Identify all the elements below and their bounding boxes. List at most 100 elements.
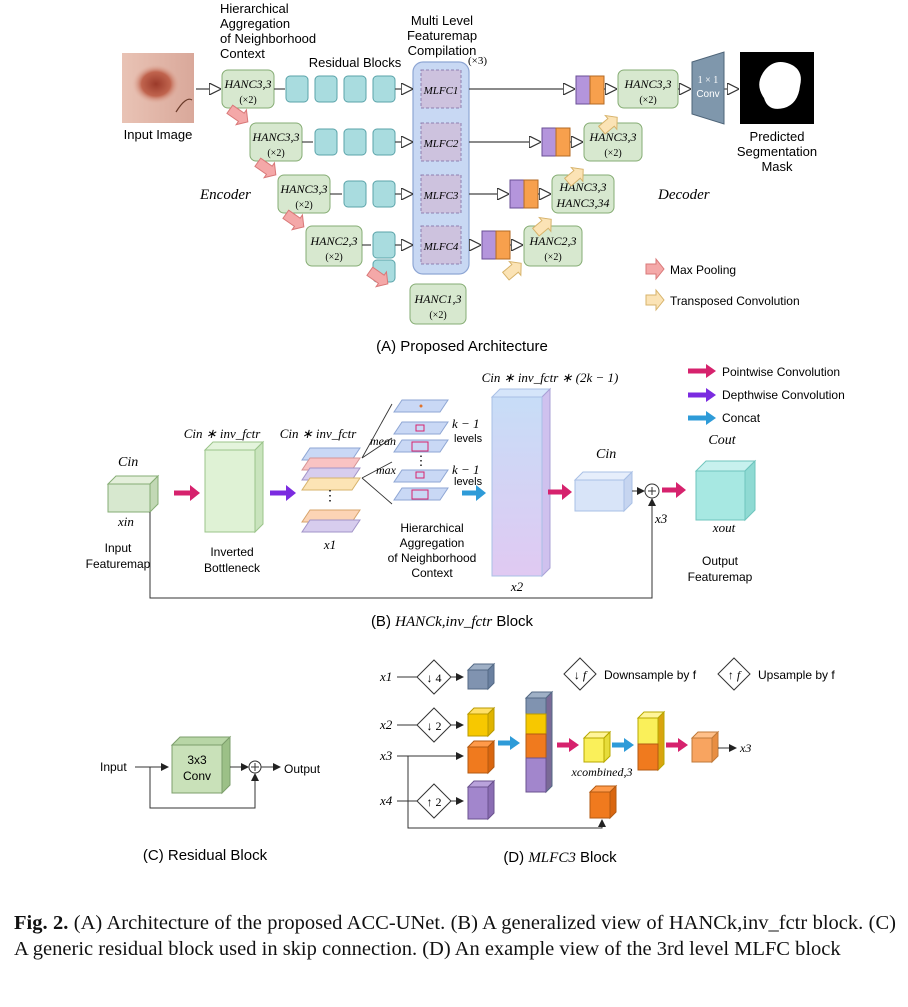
inv-label-2: Bottleneck [204, 561, 261, 575]
inv-label-1: Inverted [210, 545, 253, 559]
stacked-concat-2 [636, 710, 666, 772]
encoder-arrows [196, 89, 412, 245]
maxpool-arrows [226, 104, 389, 288]
pw-arrow-2 [562, 484, 572, 500]
hanc-label-3: of Neighborhood [220, 31, 316, 46]
panel-c-title: (C) Residual Block [143, 847, 268, 864]
combined-cube [582, 730, 612, 764]
bottleneck-rep: (×2) [429, 310, 446, 321]
legend-down-symbol: ↓ f [574, 668, 588, 682]
lesion-spot [132, 64, 180, 104]
residual-blocks [285, 75, 396, 283]
legend-maxpool-label: Max Pooling [670, 263, 736, 277]
figure-caption: Fig. 2. (A) Architecture of the proposed… [14, 910, 896, 962]
conv3x3-label-2: Conv [183, 769, 211, 783]
legend-concat-label: Concat [722, 411, 761, 425]
dec1-rep: (×2) [639, 95, 656, 106]
dec3-label-a: HANC3,3 [558, 180, 606, 194]
hanc-b-label-4: Context [411, 566, 453, 580]
svg-text:⋮: ⋮ [415, 453, 428, 468]
diamond-up2: ↑ 2 [416, 783, 452, 819]
pw-arrow-1 [190, 485, 200, 501]
residual-blocks-label: Residual Blocks [309, 55, 402, 70]
panel-d: x1 x2 x3 x4 ↓ 4 ↓ 2 ↑ 2 [379, 657, 835, 866]
conv1x1-bottom: Conv [696, 89, 719, 100]
input-image-label: Input Image [124, 127, 193, 142]
panel-b: Pointwise Convolution Depthwise Convolut… [86, 364, 845, 630]
legend-depthwise-icon [706, 388, 716, 402]
panel-b-title: (B) HANCk,inv_fctr Block [371, 613, 534, 630]
enc1-rep: (×2) [239, 95, 256, 106]
hanc-label-4: Context [220, 46, 265, 61]
x2-label: x2 [510, 579, 524, 594]
big-block-label: Cin ∗ inv_fctr ∗ (2k − 1) [482, 370, 619, 385]
hanc-label-1: Hierarchical [220, 1, 289, 16]
d-x4-label: x4 [379, 793, 393, 808]
mlfc-repeat: (×3) [468, 55, 487, 67]
panel-a: Input Image Hierarchical Aggregation of … [122, 1, 817, 355]
output-cube [694, 459, 757, 522]
decoder-arrows [510, 89, 738, 245]
output-label-3: Mask [761, 159, 793, 174]
legend-depthwise-label: Depthwise Convolution [722, 388, 845, 402]
legend-pointwise-icon [706, 364, 716, 378]
cin2-label: Cin [596, 447, 616, 462]
cube-x1 [466, 662, 496, 691]
enc4-label: HANC2,3 [309, 234, 357, 248]
enc4-rep: (×2) [325, 252, 342, 263]
x3-skip-cube [588, 784, 618, 820]
d-x2-label: x2 [379, 717, 393, 732]
combined-label: xcombined,3 [571, 765, 633, 779]
dec1-label: HANC3,3 [623, 77, 671, 91]
dec4-label: HANC2,3 [528, 234, 576, 248]
output-fm-label-1: Output [702, 554, 739, 568]
cinv-label: Cin ∗ inv_fctr [184, 426, 262, 441]
k1-bot: k − 1 [452, 462, 480, 477]
pw-arrow-3 [676, 482, 686, 498]
legend-tconv-label: Transposed Convolution [670, 294, 800, 308]
k1-top: k − 1 [452, 416, 480, 431]
svg-text:⋮: ⋮ [323, 487, 337, 503]
mlfc-output-cube [690, 730, 720, 764]
dec3-label-b: HANC3,34 [555, 196, 609, 210]
down2-label: ↓ 2 [427, 719, 442, 733]
concat-blocks [481, 75, 605, 260]
conv3x3-box [170, 735, 232, 795]
conv1x1-block [691, 51, 725, 125]
output-fm-label-2: Featuremap [688, 570, 753, 584]
caption-text: (A) Architecture of the proposed ACC-UNe… [14, 912, 896, 960]
encoder-blocks: HANC3,3 (×2) HANC3,3 (×2) HANC3,3 (×2) H… [221, 69, 467, 325]
diamond-down4: ↓ 4 [416, 659, 452, 695]
bottleneck-label: HANC1,3 [413, 292, 461, 306]
mean-label: mean [370, 434, 396, 448]
hanc-b-label-1: Hierarchical [400, 521, 463, 535]
enc1-label: HANC3,3 [223, 77, 271, 91]
conv3x3-label-1: 3x3 [187, 753, 207, 767]
dec2-label: HANC3,3 [588, 130, 636, 144]
mlfc-label-1: Multi Level [411, 13, 473, 28]
max-label: max [376, 463, 397, 477]
mlfc-column [412, 61, 470, 275]
legend-upsample: ↑ f Upsample by f [717, 657, 835, 691]
enc3-label: HANC3,3 [279, 182, 327, 196]
legend-downsample: ↓ f Downsample by f [563, 657, 697, 691]
x1-slices: ⋮ [301, 447, 361, 533]
caption-fig: Fig. 2. [14, 912, 69, 934]
up2-label: ↑ 2 [427, 795, 442, 809]
enc2-label: HANC3,3 [251, 130, 299, 144]
legend-concat-icon [706, 411, 716, 425]
mlfc-label-3: Compilation [408, 43, 477, 58]
cin-block [573, 470, 634, 513]
decoder-label: Decoder [657, 187, 710, 203]
panel-c: Input 3x3 Conv Output (C) Residual Block [100, 735, 321, 864]
mlfc-lines [397, 673, 606, 829]
skip-arrows [469, 89, 574, 245]
encoder-label: Encoder [199, 187, 251, 203]
mlfc-blocks: MLFC1 MLFC2 MLFC3 MLFC4 [420, 69, 462, 265]
hanc-fan-lines [361, 403, 393, 505]
mlfc2-label: MLFC2 [423, 138, 459, 150]
enc3-rep: (×2) [295, 200, 312, 211]
resblock-output-label: Output [284, 762, 321, 776]
concat-arrow [476, 485, 486, 501]
